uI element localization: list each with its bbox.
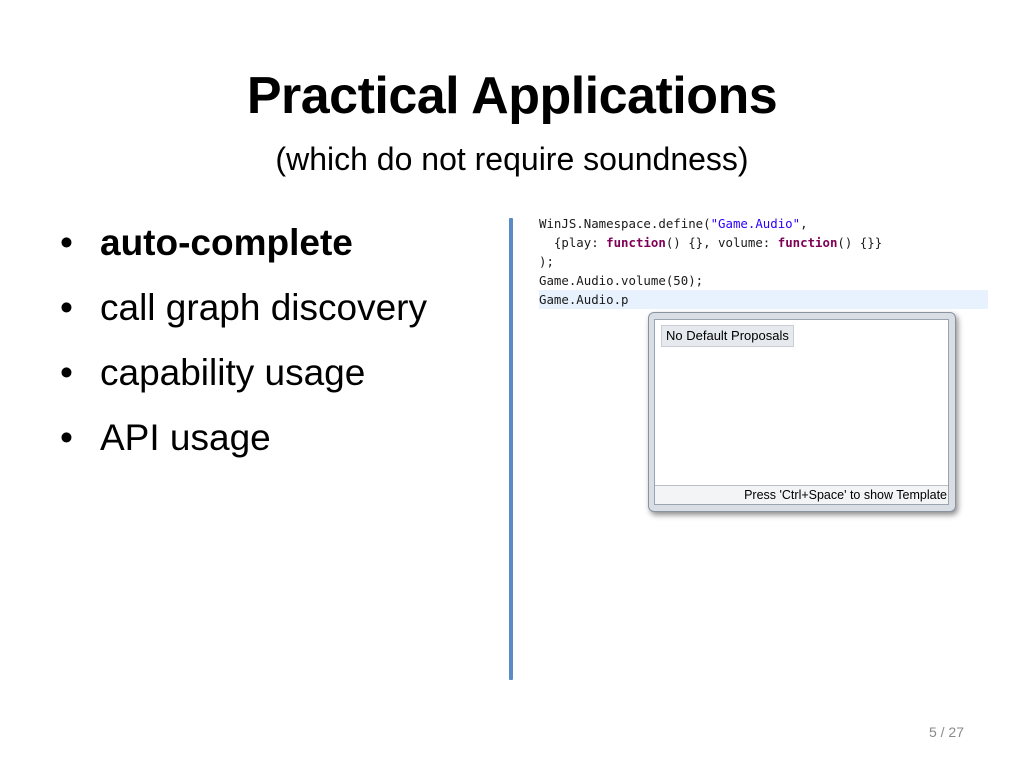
code-keyword: function [777,235,838,250]
proposal-list: No Default Proposals Press 'Ctrl+Space' … [654,319,949,505]
bullet-item-auto-complete: • auto-complete [60,210,427,275]
code-editor-screenshot: WinJS.Namespace.define("Game.Audio", {pl… [539,214,988,309]
bullet-text: call graph discovery [100,287,427,328]
code-line-3: ); [539,254,554,269]
bullet-dot-icon: • [60,417,73,458]
page-number: 5 / 27 [928,724,964,740]
code-line-1: WinJS.Namespace.define("Game.Audio", [539,214,988,233]
popup-status-bar: Press 'Ctrl+Space' to show Template [655,485,948,504]
bullet-item-api-usage: • API usage [60,405,427,470]
slide-subtitle: (which do not require soundness) [275,141,749,177]
bullet-item-call-graph-discovery: • call graph discovery [60,275,427,340]
code-line-4: Game.Audio.volume(50); [539,273,704,288]
code-keyword: function [606,235,666,250]
bullet-dot-icon: • [60,352,73,393]
bullet-text: auto-complete [100,222,353,263]
code-text: () {}} [837,235,883,250]
code-text: {play: [539,235,607,250]
code-text: () {}, volume: [665,235,778,250]
slide-title: Practical Applications [246,67,778,125]
bullet-text: API usage [100,417,271,458]
autocomplete-popup: No Default Proposals Press 'Ctrl+Space' … [648,312,956,512]
code-string: "Game.Audio" [710,216,801,231]
code-line-2: {play: function() {}, volume: function()… [539,233,988,252]
proposal-item[interactable]: No Default Proposals [661,325,794,347]
bullet-text: capability usage [100,352,366,393]
bullet-dot-icon: • [60,287,73,328]
code-text: WinJS.Namespace.define( [539,216,711,231]
popup-hint-text: Press 'Ctrl+Space' to show Template [744,488,947,502]
code-text: , [800,216,808,231]
bullet-dot-icon: • [60,222,73,263]
code-line-5-current[interactable]: Game.Audio.p [539,290,988,309]
bullet-list: • auto-complete • call graph discovery •… [60,210,427,470]
bullet-item-capability-usage: • capability usage [60,340,427,405]
vertical-divider [509,218,513,680]
